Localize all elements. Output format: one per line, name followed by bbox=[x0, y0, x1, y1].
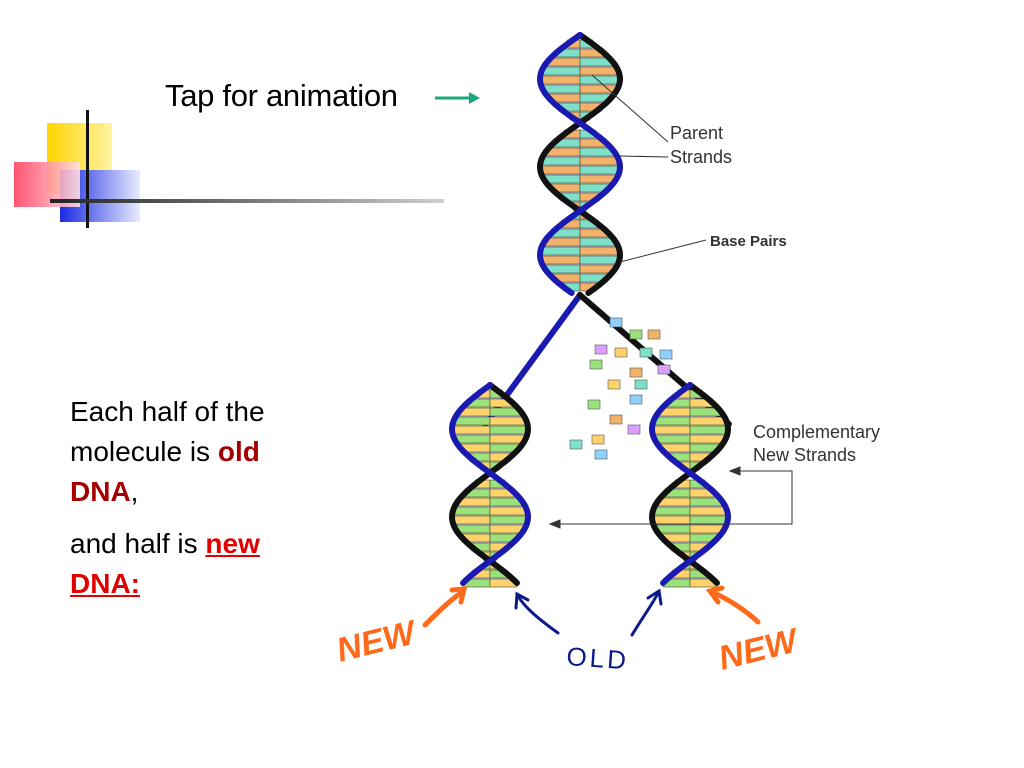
parent-strands-label: Parent Strands bbox=[670, 123, 732, 167]
old-annotation: OLD bbox=[566, 641, 630, 675]
old-right-arrow-icon bbox=[630, 591, 660, 637]
free-nucleotide bbox=[594, 344, 608, 355]
free-nucleotide bbox=[591, 434, 605, 445]
daughter-right-strand-b bbox=[649, 382, 732, 586]
base-pair bbox=[452, 506, 491, 516]
free-nucleotide bbox=[614, 347, 628, 358]
base-pair bbox=[489, 425, 529, 435]
base-pair bbox=[540, 255, 581, 265]
free-nucleotide bbox=[627, 424, 641, 435]
base-pair bbox=[579, 84, 618, 94]
dna-helix bbox=[448, 32, 732, 588]
parent-strand-b bbox=[537, 32, 624, 296]
dna-replication-diagram: Parent Strands Base Pairs Complementary … bbox=[333, 32, 885, 678]
vertical-line bbox=[86, 110, 89, 228]
base-pair bbox=[653, 416, 691, 426]
new-right-arrow-icon bbox=[709, 589, 761, 625]
handwritten-annotations: NEW OLD NEW bbox=[333, 585, 804, 678]
base-pair bbox=[489, 416, 527, 426]
daughter-right-strand-a bbox=[648, 382, 731, 586]
free-nucleotide bbox=[594, 449, 608, 460]
horizontal-line bbox=[50, 199, 444, 203]
base-pair bbox=[489, 515, 529, 525]
base-pair bbox=[651, 425, 691, 435]
body-line-2: and half is new DNA: bbox=[70, 524, 330, 604]
free-nucleotide bbox=[629, 367, 643, 378]
complementary-new-strands-label: Complementary New Strands bbox=[753, 422, 885, 465]
line2-text: and half is bbox=[70, 528, 206, 559]
new-left-arrow-icon bbox=[422, 589, 465, 628]
base-pair bbox=[654, 434, 691, 444]
base-pair bbox=[689, 515, 729, 525]
base-pair bbox=[540, 156, 581, 166]
free-nucleotide bbox=[647, 329, 661, 340]
base-pair bbox=[689, 416, 727, 426]
base-pair bbox=[539, 165, 581, 175]
base-pair bbox=[579, 66, 619, 76]
decorative-squares bbox=[14, 110, 444, 228]
new-dna-highlight: new DNA bbox=[70, 528, 260, 599]
base-pair bbox=[542, 84, 581, 94]
old-dna-highlight: old DNA bbox=[70, 436, 260, 507]
base-pair bbox=[689, 425, 729, 435]
base-pair bbox=[541, 66, 581, 76]
free-nucleotide bbox=[629, 394, 643, 405]
daughter-left-strand-a bbox=[448, 382, 531, 586]
new-left-annotation: NEW bbox=[333, 613, 422, 670]
base-pairs-label: Base Pairs bbox=[710, 233, 787, 250]
base-pair bbox=[539, 75, 581, 85]
daughter-left-strand-b bbox=[449, 382, 532, 586]
free-nucleotide bbox=[569, 439, 583, 450]
parent-strand-a bbox=[536, 32, 623, 296]
free-nucleotide bbox=[609, 317, 623, 328]
base-pair bbox=[689, 506, 728, 516]
free-nucleotide bbox=[609, 414, 623, 425]
base-pair bbox=[451, 515, 491, 525]
free-nucleotide bbox=[589, 359, 603, 370]
base-pair bbox=[451, 425, 491, 435]
base-pair bbox=[652, 506, 691, 516]
free-nucleotide bbox=[587, 399, 601, 410]
free-nucleotide bbox=[629, 329, 643, 340]
old-left-arrow-icon bbox=[516, 594, 560, 635]
right-arrow-icon[interactable] bbox=[433, 88, 483, 108]
free-nucleotide bbox=[657, 364, 671, 375]
free-nucleotide bbox=[634, 379, 648, 390]
base-pair bbox=[579, 75, 621, 85]
base-pair bbox=[489, 434, 526, 444]
base-pair bbox=[651, 515, 691, 525]
line1-text: Each half of the molecule is bbox=[70, 396, 265, 467]
body-text: Each half of the molecule is old DNA, an… bbox=[70, 392, 330, 616]
base-pair bbox=[453, 416, 491, 426]
free-nucleotide bbox=[639, 347, 653, 358]
base-pair bbox=[579, 255, 620, 265]
new-right-annotation: NEW bbox=[715, 621, 804, 678]
base-pair bbox=[540, 246, 581, 256]
base-pair bbox=[579, 165, 621, 175]
base-pair bbox=[454, 434, 491, 444]
line2-suffix: : bbox=[130, 568, 140, 599]
free-nucleotide bbox=[607, 379, 621, 390]
base-pair bbox=[579, 156, 620, 166]
base-pair bbox=[489, 506, 528, 516]
line1-suffix: , bbox=[130, 476, 139, 507]
free-nucleotide bbox=[659, 349, 673, 360]
callout-lines bbox=[548, 74, 793, 529]
body-line-1: Each half of the molecule is old DNA, bbox=[70, 392, 330, 512]
tap-for-animation-label[interactable]: Tap for animation bbox=[165, 78, 398, 113]
base-pair bbox=[579, 246, 620, 256]
base-pair bbox=[689, 434, 726, 444]
